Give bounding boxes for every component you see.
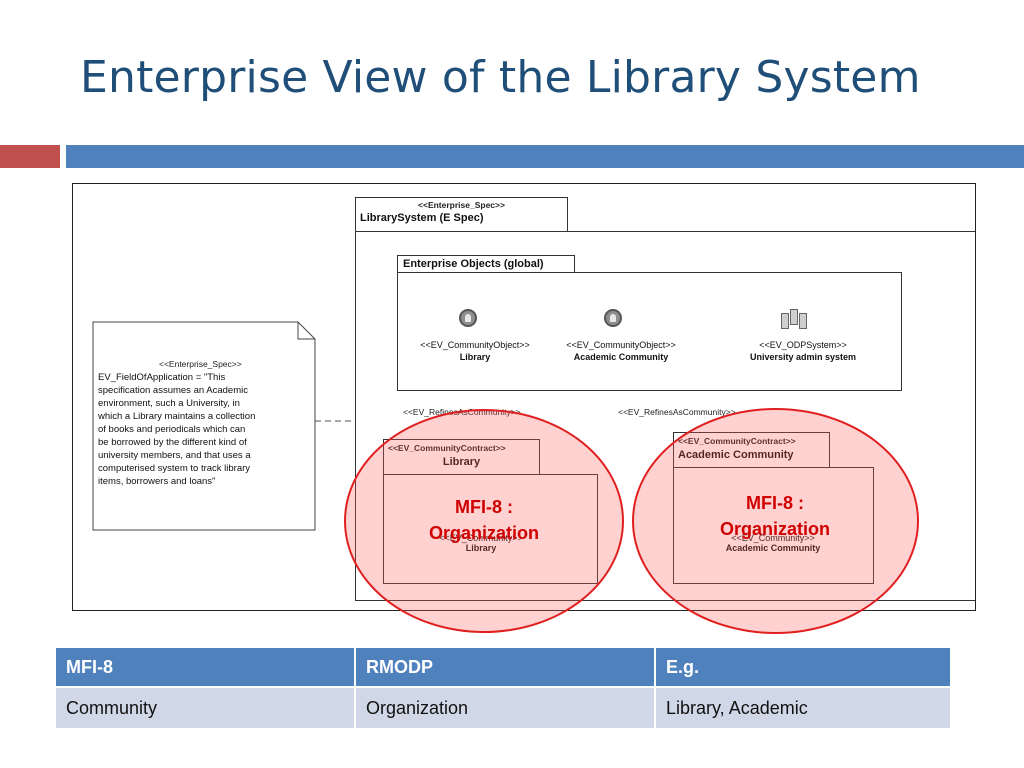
accent-bar-red — [0, 145, 60, 168]
spec-tab: <<Enterprise_Spec>> LibrarySystem (E Spe… — [355, 197, 568, 232]
table-header: RMODP — [355, 648, 656, 687]
spec-name: LibrarySystem (E Spec) — [360, 212, 484, 224]
table-header-row: MFI-8 RMODP E.g. — [56, 648, 952, 687]
note-line: of books and periodicals which can — [98, 424, 246, 435]
highlight-ellipse-right — [632, 408, 919, 634]
note-shape — [92, 321, 316, 531]
table-cell: Community — [56, 686, 356, 728]
note-body: EV_FieldOfApplication = "This specificat… — [98, 371, 313, 488]
mfi-line: MFI-8 : — [746, 493, 804, 513]
slide-title: Enterprise View of the Library System — [80, 52, 921, 103]
mfi-table: MFI-8 RMODP E.g. Community Organization … — [56, 648, 952, 728]
object-university-admin-system[interactable]: <<EV_ODPSystem>> University admin system — [723, 340, 883, 362]
object-stereotype: <<EV_CommunityObject>> — [420, 340, 530, 350]
servers-icon — [781, 307, 811, 331]
object-name: University admin system — [749, 352, 857, 362]
note-line: be borrowed by the different kind of — [98, 437, 247, 448]
table-cell: Organization — [355, 686, 656, 728]
note-stereotype: <<Enterprise_Spec>> — [159, 359, 242, 369]
note-line: EV_FieldOfApplication = "This — [98, 372, 226, 383]
object-library[interactable]: <<EV_CommunityObject>> Library — [405, 340, 545, 362]
object-academic-community[interactable]: <<EV_CommunityObject>> Academic Communit… — [546, 340, 696, 362]
object-name: Library — [459, 352, 491, 362]
note-line: computerised system to track library — [98, 463, 251, 474]
community-object-icon — [459, 309, 477, 327]
objects-tab: Enterprise Objects (global) — [397, 255, 575, 273]
refines-label-right: <<EV_RefinesAsCommunity>> — [618, 407, 736, 417]
highlight-ellipse-left — [344, 409, 624, 633]
table-cell: Library, Academic — [655, 686, 952, 728]
community-object-icon — [604, 309, 622, 327]
table-row: Community Organization Library, Academic — [56, 686, 952, 728]
table-header: MFI-8 — [56, 648, 356, 687]
note-line: which a Library maintains a collection — [98, 411, 256, 422]
mfi-label-right: MFI-8 : Organization — [695, 490, 855, 542]
objects-package — [397, 272, 902, 391]
mfi-label-left: MFI-8 : Organization — [404, 494, 564, 546]
mfi-line: Organization — [719, 519, 830, 539]
object-stereotype: <<EV_CommunityObject>> — [566, 340, 676, 350]
note-line: environment, such a University, in — [98, 398, 240, 409]
table-header: E.g. — [655, 648, 952, 687]
object-stereotype: <<EV_ODPSystem>> — [759, 340, 847, 350]
spec-stereotype: <<Enterprise_Spec>> — [418, 200, 505, 210]
note-line: specification assumes an Academic — [98, 385, 248, 396]
mfi-line: Organization — [428, 523, 539, 543]
mfi-line: MFI-8 : — [455, 497, 513, 517]
accent-bar-blue — [66, 145, 1024, 168]
note-line: items, borrowers and loans" — [98, 476, 216, 487]
note-line: university members, and that uses a — [98, 450, 251, 461]
object-name: Academic Community — [573, 352, 669, 362]
